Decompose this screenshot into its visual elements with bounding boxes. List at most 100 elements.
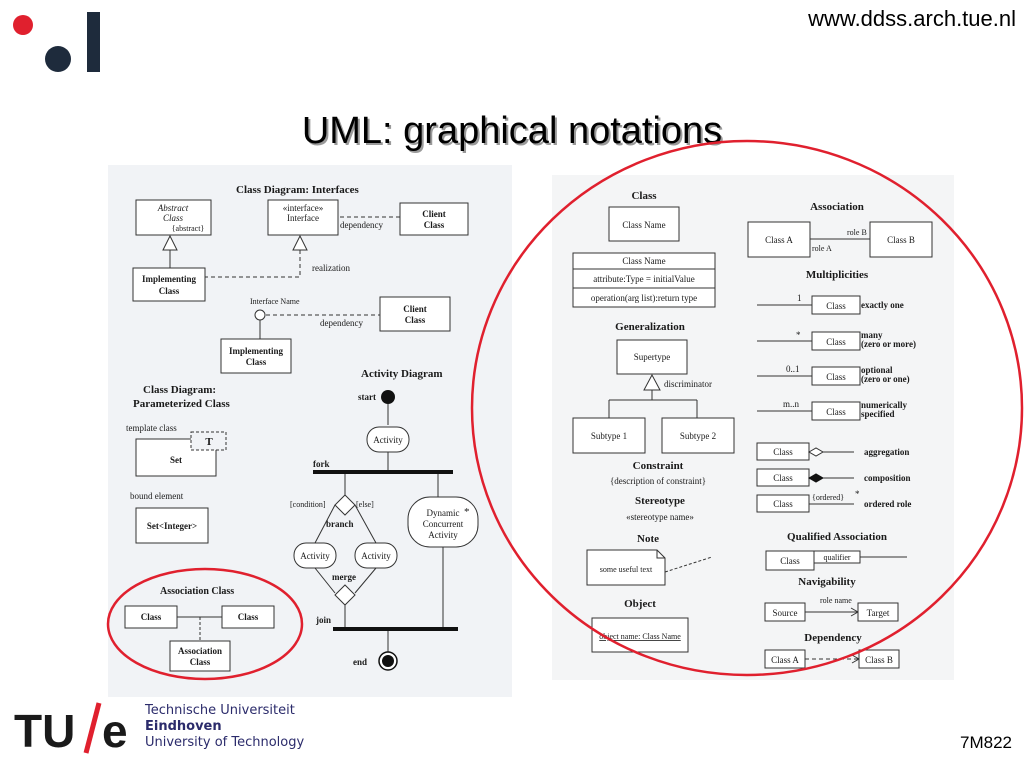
role-b-label: role B bbox=[847, 228, 867, 237]
tue-logo-slash bbox=[83, 702, 102, 754]
tue-dots-logo bbox=[8, 10, 103, 74]
dep-class-a: Class A bbox=[771, 655, 799, 665]
start-node-icon bbox=[381, 390, 395, 404]
branch-label: branch bbox=[326, 519, 354, 529]
generalization-title: Generalization bbox=[615, 321, 685, 333]
activity-label-2: Activity bbox=[300, 551, 330, 561]
fork-bar bbox=[313, 470, 453, 474]
abstract-class-label-2: Class bbox=[163, 213, 184, 223]
dynamic-label-1: Dynamic bbox=[427, 508, 460, 518]
class-operation: operation(arg list):return type bbox=[591, 293, 697, 303]
university-line-2: Eindhoven bbox=[145, 719, 222, 734]
qualifier-label: qualifier bbox=[823, 553, 850, 562]
right-diagram-panel: Class Class Name Class Name attribute:Ty… bbox=[552, 175, 954, 680]
left-diagram-panel: Class Diagram: Interfaces Abstract Class… bbox=[108, 165, 512, 697]
implementing-label-2a: Implementing bbox=[229, 346, 284, 356]
navy-dot-icon bbox=[45, 46, 71, 72]
end-node-inner-icon bbox=[382, 655, 394, 667]
qualified-assoc-title: Qualified Association bbox=[787, 531, 887, 543]
param-title-2: Parameterized Class bbox=[133, 398, 231, 410]
interface-box bbox=[267, 199, 339, 236]
activity-label-1: Activity bbox=[373, 435, 403, 445]
interfaces-title: Class Diagram: Interfaces bbox=[236, 184, 360, 196]
source-label: Source bbox=[773, 608, 798, 618]
activity-title: Activity Diagram bbox=[361, 368, 443, 380]
set-label: Set bbox=[170, 455, 182, 465]
mult-class-1: Class bbox=[826, 301, 846, 311]
mult-many: * bbox=[796, 330, 801, 340]
role-a-label: role A bbox=[812, 244, 832, 253]
class-attribute: attribute:Type = initialValue bbox=[593, 274, 694, 284]
university-line-1: Technische Universiteit bbox=[145, 703, 295, 718]
class-title: Class bbox=[631, 190, 657, 202]
ordered-star: * bbox=[855, 489, 860, 499]
association-title: Association bbox=[810, 201, 864, 213]
activity-label-3: Activity bbox=[361, 551, 391, 561]
condition-label: [condition] bbox=[290, 500, 326, 509]
dynamic-label-2: Concurrent bbox=[423, 519, 464, 529]
constraint-desc: {description of constraint} bbox=[610, 476, 706, 486]
mult-class-2: Class bbox=[826, 337, 846, 347]
interface-lollipop-icon bbox=[254, 309, 266, 321]
set-integer-box bbox=[135, 507, 209, 544]
class-name-label: Class Name bbox=[622, 220, 665, 230]
dynamic-label-3: Activity bbox=[428, 530, 458, 540]
tue-logo-text-tu: TU bbox=[14, 705, 75, 757]
navy-bar-icon bbox=[87, 12, 100, 72]
supertype-label: Supertype bbox=[634, 352, 671, 362]
merge-left bbox=[314, 567, 336, 594]
branch-left bbox=[314, 504, 336, 544]
slide-title: UML: graphical notations bbox=[301, 110, 723, 152]
aggregation-label: aggregation bbox=[864, 447, 909, 457]
template-param-box bbox=[190, 431, 227, 451]
implementing-label-1b: Class bbox=[159, 286, 180, 296]
param-title-1: Class Diagram: bbox=[143, 384, 216, 396]
association-class-label-1: Association bbox=[178, 646, 222, 656]
client-class-label-2a: Client bbox=[403, 304, 427, 314]
merge-label: merge bbox=[332, 572, 356, 582]
template-class-label: template class bbox=[126, 423, 177, 433]
exactly-one: exactly one bbox=[861, 300, 904, 310]
numerically-label-2: specified bbox=[861, 409, 895, 419]
client-class-label-1b: Class bbox=[424, 220, 445, 230]
implementing-class-box-1 bbox=[132, 267, 206, 302]
ordered-role-label: ordered role bbox=[864, 499, 911, 509]
object-name: object name: Class Name bbox=[599, 632, 681, 641]
mult-one: 1 bbox=[797, 293, 802, 303]
target-label: Target bbox=[867, 608, 890, 618]
site-url[interactable]: www.ddss.arch.tue.nl bbox=[808, 6, 1016, 31]
mult-optional: 0..1 bbox=[786, 364, 800, 374]
assoc-class-b: Class B bbox=[887, 235, 915, 245]
optional-label-2: (zero or one) bbox=[861, 374, 910, 384]
mult-class-3: Class bbox=[826, 372, 846, 382]
note-text: some useful text bbox=[600, 565, 653, 574]
university-name: Technische Universiteit Eindhoven Univer… bbox=[145, 703, 304, 751]
tue-logo-text-e: e bbox=[102, 705, 128, 757]
dependency-label-2: dependency bbox=[320, 318, 363, 328]
comp-class-label: Class bbox=[773, 473, 793, 483]
red-dot-icon bbox=[13, 15, 33, 35]
subtype1-label: Subtype 1 bbox=[591, 431, 627, 441]
implementing-class-box-2 bbox=[220, 338, 292, 374]
realization-line bbox=[205, 250, 301, 278]
university-line-3: University of Technology bbox=[145, 735, 305, 750]
end-label: end bbox=[353, 657, 367, 667]
interface-name: Interface bbox=[287, 213, 319, 223]
qualified-class-label: Class bbox=[780, 556, 800, 566]
dependency-title: Dependency bbox=[804, 632, 862, 644]
composition-label: composition bbox=[864, 473, 911, 483]
start-label: start bbox=[358, 392, 376, 402]
agg-class-label: Class bbox=[773, 447, 793, 457]
branch-diamond-icon bbox=[334, 494, 356, 516]
mult-num: m..n bbox=[783, 399, 800, 409]
object-title: Object bbox=[624, 598, 656, 610]
assoc-class-right-label: Class bbox=[238, 612, 259, 622]
note-title: Note bbox=[637, 533, 659, 545]
client-class-box-1 bbox=[399, 202, 469, 236]
join-bar bbox=[333, 627, 458, 631]
many-label-2: (zero or more) bbox=[861, 339, 916, 349]
client-class-label-2b: Class bbox=[405, 315, 426, 325]
subtype2-label: Subtype 2 bbox=[680, 431, 716, 441]
assoc-class-a: Class A bbox=[765, 235, 793, 245]
fork-label: fork bbox=[313, 459, 330, 469]
